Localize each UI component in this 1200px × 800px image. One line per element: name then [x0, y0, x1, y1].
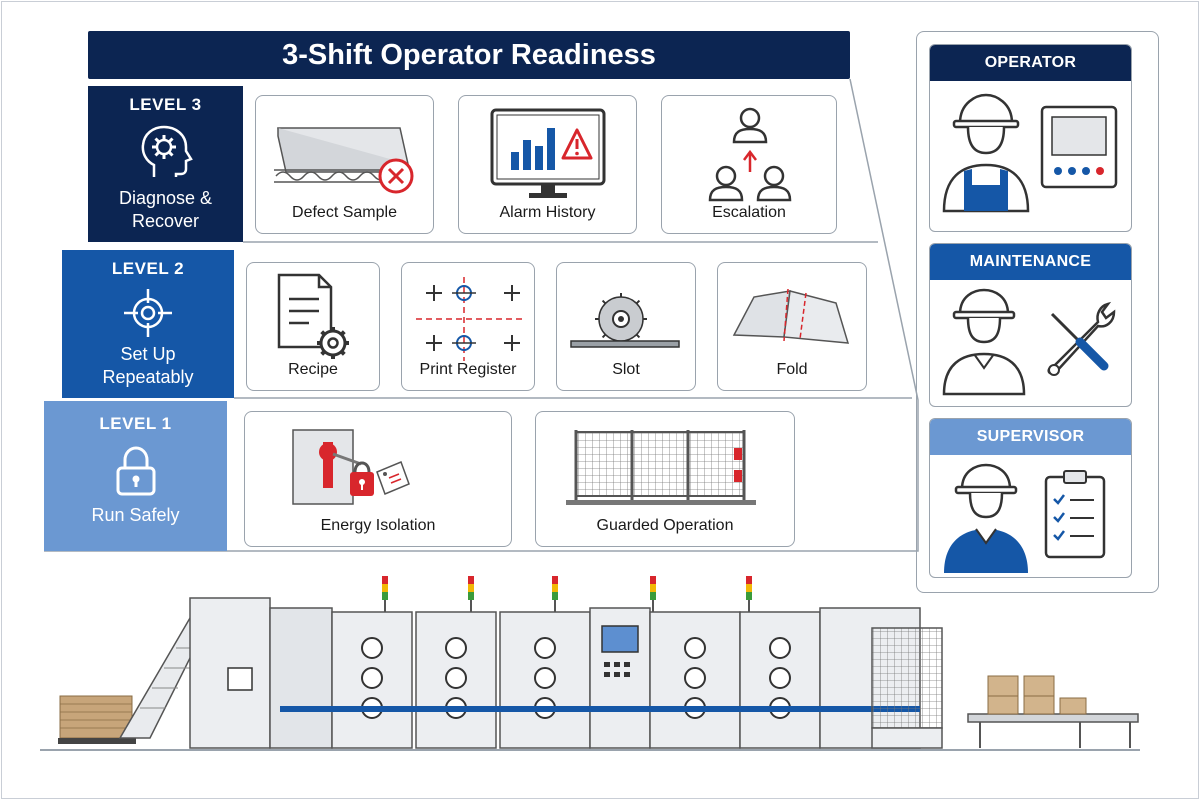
safety-fence-icon: [566, 430, 756, 505]
escalation-people-icon: [708, 107, 792, 202]
slot-card[interactable]: Slot: [556, 262, 696, 391]
padlock-icon: [116, 446, 155, 496]
level-1-panel: LEVEL 1 Run Safely: [44, 401, 227, 551]
energy-isolation-label: Energy Isolation: [320, 517, 436, 534]
level-2-desc-1: Set Up: [120, 344, 176, 364]
technician-tools-icon: [942, 288, 1116, 396]
guarded-operation-card[interactable]: Guarded Operation: [535, 411, 795, 547]
maintenance-role-card[interactable]: MAINTENANCE: [929, 243, 1132, 407]
flexo-folder-gluer-machine: [40, 576, 1140, 751]
maintenance-role-header: MAINTENANCE: [930, 244, 1131, 280]
level-3-desc-2: Recover: [131, 211, 200, 231]
lockout-tagout-icon: [292, 429, 410, 505]
energy-isolation-card[interactable]: Energy Isolation: [244, 411, 512, 547]
level-1-label: LEVEL 1: [99, 414, 172, 433]
slotting-wheel-icon: [570, 293, 680, 348]
escalation-card[interactable]: Escalation: [661, 95, 837, 234]
monitor-alarm-icon: [490, 108, 606, 198]
level-3-panel: LEVEL 3 Diagnose & Recover: [88, 86, 243, 242]
level-2-label: LEVEL 2: [111, 259, 185, 278]
defect-sample-card[interactable]: Defect Sample: [255, 95, 434, 234]
supervisor-role-card[interactable]: SUPERVISOR: [929, 418, 1132, 578]
supervisor-role-header: SUPERVISOR: [930, 419, 1131, 455]
recipe-document-gear-icon: [277, 273, 349, 359]
operator-hmi-icon: [942, 93, 1118, 213]
crosshair-icon: [124, 289, 172, 337]
print-register-label: Print Register: [419, 361, 517, 378]
recipe-label: Recipe: [288, 361, 338, 378]
folding-board-icon: [732, 288, 850, 344]
supervisor-checklist-icon: [944, 463, 1106, 573]
operator-role-card[interactable]: OPERATOR: [929, 44, 1132, 232]
print-register-card[interactable]: Print Register: [401, 262, 535, 391]
corrugated-board-icon: [274, 127, 414, 194]
level-2-panel: LEVEL 2 Set Up Repeatably: [62, 250, 234, 398]
head-gear-icon: [141, 125, 193, 177]
fold-label: Fold: [776, 361, 808, 378]
alarm-history-label: Alarm History: [499, 204, 596, 221]
page-title: 3-Shift Operator Readiness: [88, 31, 850, 79]
guarded-operation-label: Guarded Operation: [596, 517, 734, 534]
slot-label: Slot: [612, 361, 640, 378]
registration-marks-icon: [416, 277, 522, 361]
defect-sample-label: Defect Sample: [292, 204, 397, 221]
operator-role-header: OPERATOR: [930, 45, 1131, 81]
fold-card[interactable]: Fold: [717, 262, 867, 391]
roles-panel: [916, 31, 1159, 593]
level-3-label: LEVEL 3: [129, 95, 202, 114]
recipe-card[interactable]: Recipe: [246, 262, 380, 391]
level-1-desc: Run Safely: [91, 505, 180, 525]
level-3-desc-1: Diagnose &: [118, 188, 213, 208]
alarm-history-card[interactable]: Alarm History: [458, 95, 637, 234]
level-2-desc-2: Repeatably: [102, 367, 194, 387]
escalation-label: Escalation: [712, 204, 786, 221]
